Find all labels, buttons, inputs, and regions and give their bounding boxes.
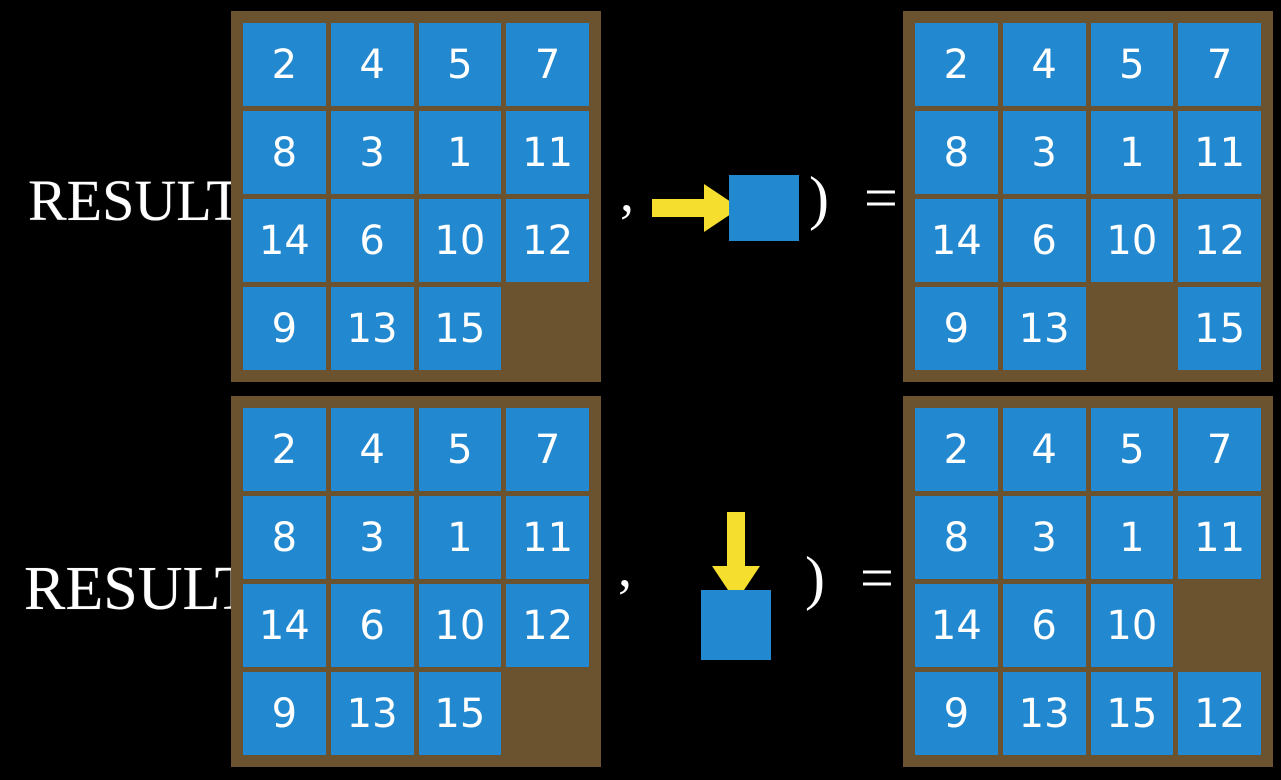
tile[interactable]: 4 [1002,23,1086,106]
tile[interactable]: 6 [330,199,414,282]
tile[interactable]: 11 [506,111,589,194]
tile[interactable]: 15 [1090,672,1174,755]
result-label-text: RESULT [24,555,253,623]
argument-separator-comma: , [620,162,634,224]
board-grid: 2 4 5 7 8 3 1 11 14 6 10 12 9 13 15 [243,408,589,755]
tile[interactable]: 3 [330,496,414,579]
tile[interactable]: 8 [243,111,326,194]
input-state-board: 2 4 5 7 8 3 1 11 14 6 10 12 9 13 15 [231,11,601,382]
tile[interactable]: 1 [1090,111,1174,194]
tile[interactable]: 14 [915,584,998,667]
close-paren-equals: ) = [805,545,904,611]
empty-slot[interactable] [506,287,589,370]
moving-tile-preview [701,590,771,660]
empty-slot[interactable] [506,672,589,755]
tile[interactable]: 15 [418,287,502,370]
tile[interactable]: 11 [1178,496,1261,579]
tile[interactable]: 10 [418,199,502,282]
tile[interactable]: 1 [1090,496,1174,579]
empty-slot[interactable] [1091,287,1174,370]
tile[interactable]: 9 [915,672,998,755]
close-paren-equals: ) = [809,165,908,231]
tile[interactable]: 5 [418,23,502,106]
operator-area: , ) = [600,0,900,775]
tile[interactable]: 3 [1002,111,1086,194]
tile[interactable]: 3 [330,111,414,194]
result-label-text: RESULT [28,168,242,233]
tile[interactable]: 12 [506,199,589,282]
tile[interactable]: 13 [1002,287,1086,370]
tile[interactable]: 10 [1090,199,1174,282]
tile[interactable]: 1 [418,496,502,579]
tile[interactable]: 15 [418,672,502,755]
tile[interactable]: 8 [915,111,998,194]
output-state-board: 2 4 5 7 8 3 1 11 14 6 10 12 9 13 15 [903,11,1273,382]
tile[interactable]: 7 [506,23,589,106]
tile[interactable]: 4 [330,408,414,491]
tile[interactable]: 2 [243,408,326,491]
tile[interactable]: 2 [915,23,998,106]
argument-separator-comma: , [618,537,632,599]
arrow-down-icon [712,512,760,602]
tile[interactable]: 15 [1178,287,1261,370]
output-state-board: 2 4 5 7 8 3 1 11 14 6 10 9 13 15 12 [903,396,1273,767]
arrow-right-icon [652,184,740,232]
moving-tile-preview [729,175,799,241]
tile[interactable]: 4 [1002,408,1086,491]
tile[interactable]: 12 [506,584,589,667]
tile[interactable]: 12 [1178,672,1261,755]
tile[interactable]: 6 [1002,584,1086,667]
tile[interactable]: 7 [1178,408,1261,491]
tile[interactable]: 2 [915,408,998,491]
input-state-board: 2 4 5 7 8 3 1 11 14 6 10 12 9 13 15 [231,396,601,767]
tile[interactable]: 9 [243,287,326,370]
tile[interactable]: 13 [330,672,414,755]
tile[interactable]: 10 [1090,584,1174,667]
tile[interactable]: 7 [1178,23,1261,106]
board-grid: 2 4 5 7 8 3 1 11 14 6 10 9 13 15 12 [915,408,1261,755]
tile[interactable]: 3 [1002,496,1086,579]
tile[interactable]: 13 [1002,672,1086,755]
tile[interactable]: 10 [418,584,502,667]
tile[interactable]: 8 [915,496,998,579]
tile[interactable]: 13 [330,287,414,370]
empty-slot[interactable] [1178,584,1261,667]
tile[interactable]: 5 [418,408,502,491]
operator-area: , ) = [600,0,900,385]
tile[interactable]: 12 [1178,199,1261,282]
tile[interactable]: 9 [243,672,326,755]
tile[interactable]: 2 [243,23,326,106]
tile[interactable]: 4 [330,23,414,106]
tile[interactable]: 9 [915,287,998,370]
result-function-label: RESULT( [28,172,261,230]
tile[interactable]: 5 [1090,23,1174,106]
tile[interactable]: 7 [506,408,589,491]
tile[interactable]: 11 [506,496,589,579]
tile[interactable]: 11 [1178,111,1261,194]
tile[interactable]: 6 [330,584,414,667]
tile[interactable]: 14 [915,199,998,282]
tile[interactable]: 8 [243,496,326,579]
board-grid: 2 4 5 7 8 3 1 11 14 6 10 12 9 13 15 [915,23,1261,370]
board-grid: 2 4 5 7 8 3 1 11 14 6 10 12 9 13 15 [243,23,589,370]
tile[interactable]: 1 [418,111,502,194]
tile[interactable]: 14 [243,199,326,282]
equation-row-bottom: RESULT( 2 4 5 7 8 3 1 11 14 6 10 12 9 13… [0,390,1281,775]
equation-row-top: RESULT( 2 4 5 7 8 3 1 11 14 6 10 12 9 13… [0,0,1281,385]
tile[interactable]: 5 [1090,408,1174,491]
tile[interactable]: 6 [1002,199,1086,282]
tile[interactable]: 14 [243,584,326,667]
